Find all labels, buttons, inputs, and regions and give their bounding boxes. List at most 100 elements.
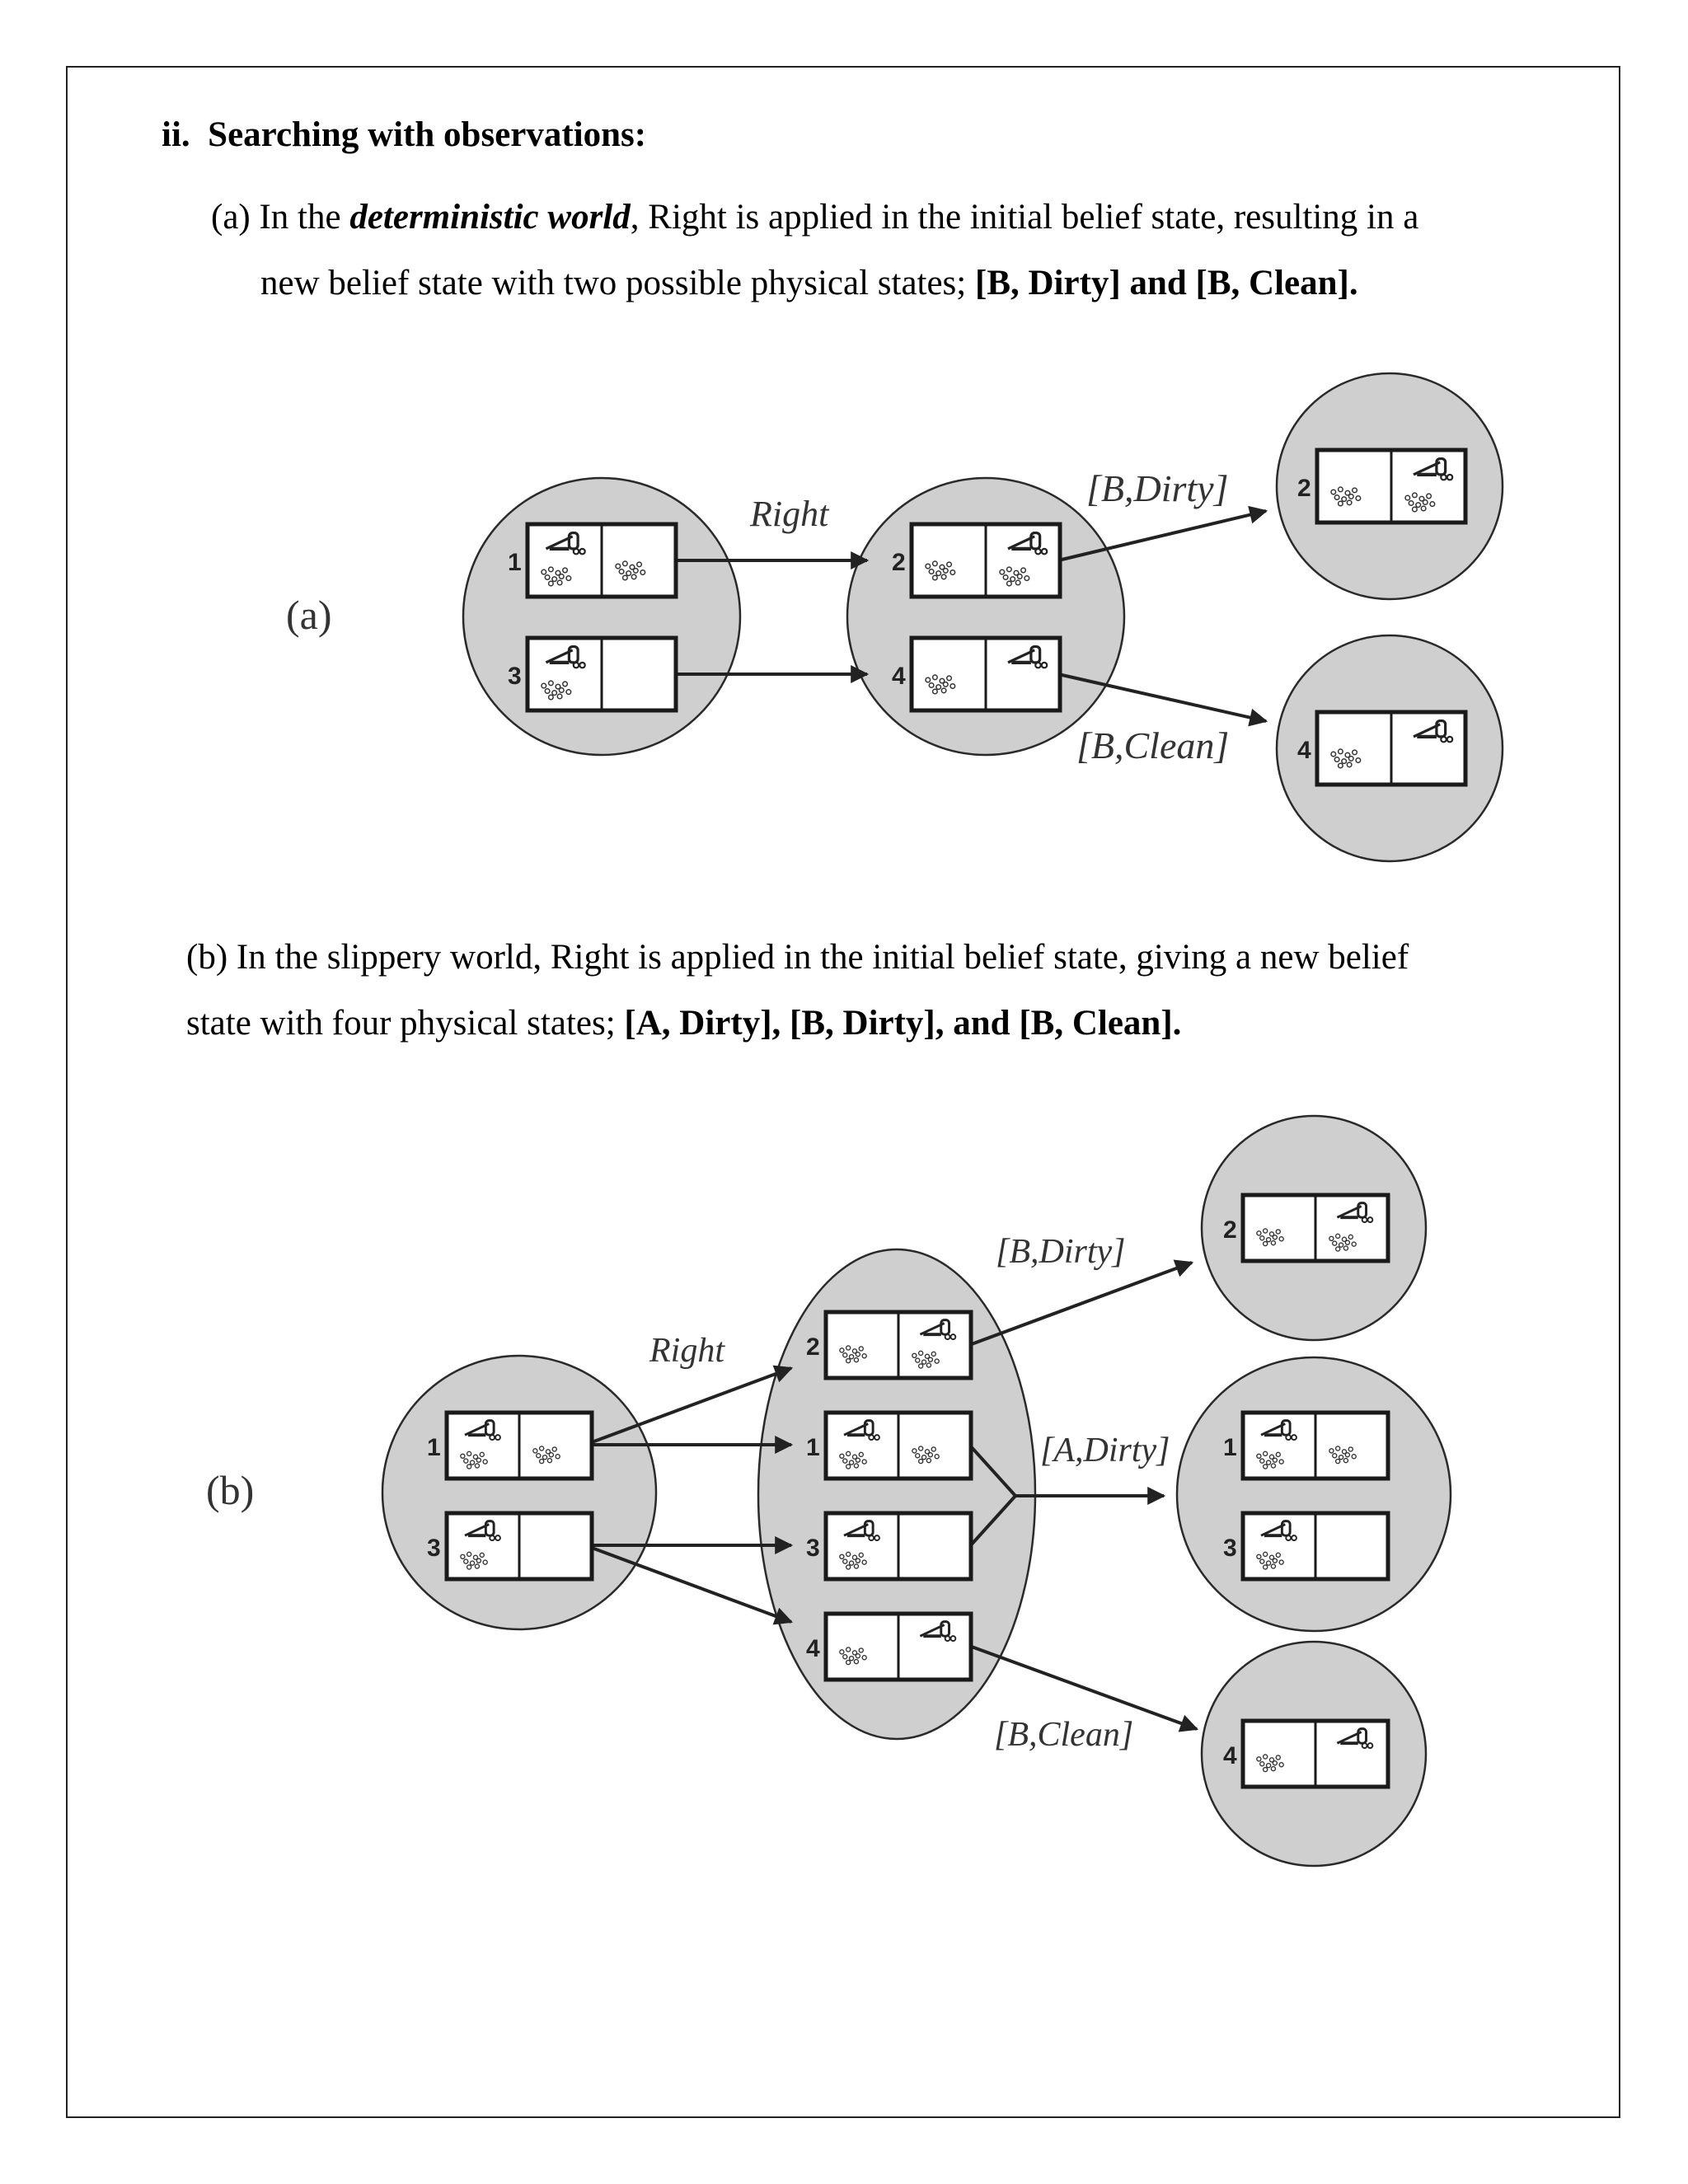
vacuum-robot-icon xyxy=(919,1620,957,1642)
state-number-label: 3 xyxy=(427,1535,441,1562)
vacuum-robot-icon xyxy=(1413,457,1454,481)
arrow-b-clean xyxy=(1057,673,1268,727)
percept-label-b-clean: [B,Clean] xyxy=(1076,724,1229,766)
percept-label-b-clean-b: [B,Clean] xyxy=(994,1716,1133,1754)
vacuum-robot-icon xyxy=(464,1520,501,1541)
dirt-icon xyxy=(532,1446,560,1465)
figure-a: (a) Right [B,Dirty] [B,Clean] 1 3 2 4 2 4 xyxy=(286,372,1504,863)
page-border xyxy=(66,66,1620,2118)
dirt-icon xyxy=(615,560,646,581)
percept-label-b-dirty: [B,Dirty] xyxy=(1086,467,1229,509)
section-heading: ii. Searching with observations: xyxy=(162,115,647,154)
state-number-label: 3 xyxy=(508,663,522,690)
state-2-a-mid: 2 xyxy=(892,522,1062,599)
dirt-icon xyxy=(1256,1228,1284,1247)
state-1-b-mid: 1 xyxy=(806,1410,973,1481)
state-1-a-init: 1 xyxy=(508,522,678,599)
dirt-icon xyxy=(541,680,572,701)
dirt-icon xyxy=(1256,1754,1284,1773)
dirt-icon xyxy=(839,1345,867,1364)
state-number-label: 4 xyxy=(892,663,906,690)
dirt-icon xyxy=(460,1451,488,1469)
percept-label-a-dirty-b: [A,Dirty] xyxy=(1040,1432,1170,1469)
state-number-label: 1 xyxy=(427,1434,441,1461)
figure-b-label: (b) xyxy=(206,1467,254,1513)
percept-label-b-dirty-b: [B,Dirty] xyxy=(996,1233,1126,1271)
state-number-label: 4 xyxy=(806,1635,820,1662)
vacuum-robot-icon xyxy=(1336,1727,1374,1749)
dirt-icon xyxy=(1256,1551,1284,1570)
vacuum-robot-icon xyxy=(1413,719,1454,743)
action-label-right: Right xyxy=(749,494,830,534)
vacuum-robot-icon xyxy=(545,644,586,669)
belief-state-initial-b xyxy=(381,1354,658,1631)
vacuum-robot-icon xyxy=(843,1520,880,1541)
dirt-icon xyxy=(541,566,572,587)
dirt-icon xyxy=(925,674,956,695)
paragraph-b-line1: (b) In the slippery world, Right is appl… xyxy=(186,938,1409,977)
state-4-a-out: 4 xyxy=(1297,710,1468,787)
arrow-1-to-2 xyxy=(591,1365,794,1444)
dirt-icon xyxy=(1330,486,1362,507)
figure-a-label: (a) xyxy=(286,592,332,638)
paragraph-a-line1: (a) In the deterministic world, Right is… xyxy=(211,198,1419,237)
state-3-a-init: 3 xyxy=(508,635,678,713)
state-number-label: 2 xyxy=(1297,475,1311,502)
dirt-icon xyxy=(460,1551,488,1570)
dirt-icon xyxy=(912,1446,940,1465)
arrow-b-dirty-b xyxy=(968,1259,1194,1347)
state-4-a-mid: 4 xyxy=(892,635,1062,713)
dirt-icon xyxy=(839,1551,867,1570)
dirt-icon xyxy=(839,1451,867,1469)
dirt-icon xyxy=(1329,1233,1357,1252)
state-3-b-mid: 3 xyxy=(806,1511,973,1582)
belief-state-a-dirty-b xyxy=(1175,1356,1452,1633)
vacuum-robot-icon xyxy=(1007,644,1048,669)
state-number-label: 2 xyxy=(1223,1216,1237,1244)
paragraph-b-line2: state with four physical states; [A, Dir… xyxy=(186,1004,1182,1043)
dirt-icon xyxy=(925,560,956,581)
state-2-b-out: 2 xyxy=(1223,1193,1390,1263)
state-number-label: 4 xyxy=(1223,1742,1237,1769)
state-2-a-out: 2 xyxy=(1297,448,1468,525)
state-number-label: 2 xyxy=(806,1333,820,1361)
vacuum-robot-icon xyxy=(843,1419,880,1441)
belief-state-after-right xyxy=(846,476,1126,757)
belief-state-initial xyxy=(462,476,742,757)
dirt-icon xyxy=(912,1350,940,1369)
action-label-right-b: Right xyxy=(649,1332,725,1370)
vacuum-robot-icon xyxy=(545,531,586,555)
vacuum-robot-icon xyxy=(1260,1419,1297,1441)
arrow-b-dirty xyxy=(1057,505,1268,562)
dirt-icon xyxy=(1256,1451,1284,1469)
state-number-label: 1 xyxy=(806,1434,820,1461)
dirt-icon xyxy=(1404,492,1436,513)
vacuum-robot-icon xyxy=(919,1319,957,1340)
state-number-label: 4 xyxy=(1297,737,1311,764)
state-number-label: 2 xyxy=(892,549,906,576)
dirt-icon xyxy=(999,566,1030,587)
state-number-label: 3 xyxy=(806,1535,820,1562)
state-number-label: 1 xyxy=(508,549,522,576)
state-3-b-init: 3 xyxy=(427,1511,594,1582)
state-4-b-out: 4 xyxy=(1223,1718,1390,1789)
state-1-b-out: 1 xyxy=(1223,1410,1390,1481)
state-number-label: 3 xyxy=(1223,1535,1237,1562)
vacuum-robot-icon xyxy=(1007,531,1048,555)
state-1-b-init: 1 xyxy=(427,1410,594,1481)
dirt-icon xyxy=(1330,748,1362,769)
vacuum-robot-icon xyxy=(1336,1202,1374,1223)
dirt-icon xyxy=(839,1647,867,1666)
dirt-icon xyxy=(1329,1446,1357,1465)
vacuum-robot-icon xyxy=(464,1419,501,1441)
state-2-b-mid: 2 xyxy=(806,1310,973,1380)
state-number-label: 1 xyxy=(1223,1434,1237,1461)
state-4-b-mid: 4 xyxy=(806,1611,973,1682)
arrow-b-clean-b xyxy=(968,1644,1199,1732)
paragraph-a-line2: new belief state with two possible physi… xyxy=(260,264,1358,302)
arrow-3-to-4 xyxy=(591,1546,794,1625)
state-3-b-out: 3 xyxy=(1223,1511,1390,1582)
figure-b: (b) Right [B,Dirty] [A,Dirty] [B,Clean] … xyxy=(206,1114,1452,1868)
vacuum-robot-icon xyxy=(1260,1520,1297,1541)
